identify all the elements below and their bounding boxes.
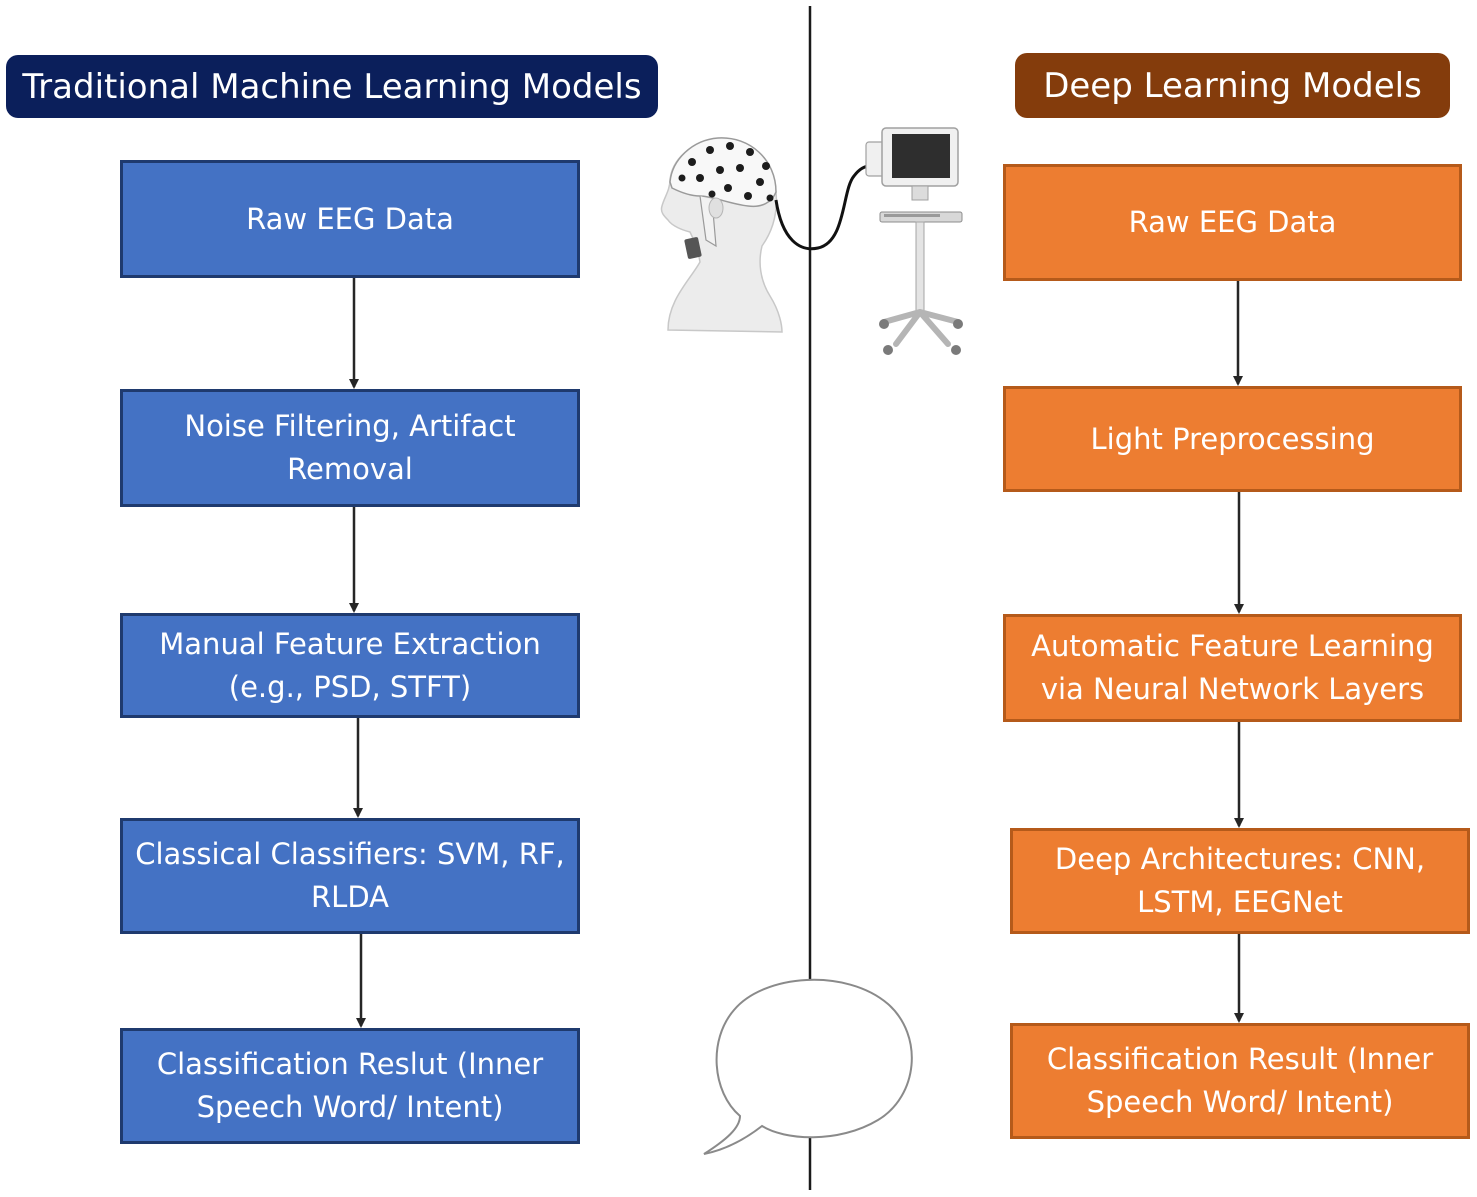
eeg-monitor-cart-icon — [865, 127, 963, 355]
right-step-deep-architectures: Deep Architectures: CNN, LSTM, EEGNet — [1010, 828, 1470, 934]
left-step-classifiers: Classical Classifiers: SVM, RF, RLDA — [120, 818, 580, 934]
right-step-raw-eeg: Raw EEG Data — [1003, 164, 1462, 281]
deep-learning-header: Deep Learning Models — [1015, 53, 1450, 118]
left-step-feature-extraction: Manual Feature Extraction (e.g., PSD, ST… — [120, 613, 580, 718]
arrows-left — [349, 278, 366, 1028]
traditional-ml-header: Traditional Machine Learning Models — [6, 55, 658, 118]
right-step-automatic-feature-learning: Automatic Feature Learning via Neural Ne… — [1003, 614, 1462, 722]
left-step-noise-filtering: Noise Filtering, Artifact Removal — [120, 389, 580, 507]
speech-bubble-icon — [703, 978, 913, 1155]
eeg-cable — [774, 164, 871, 251]
right-step-light-preprocessing: Light Preprocessing — [1003, 386, 1462, 492]
arrows-right — [1233, 281, 1244, 1023]
left-step-classification-result: Classification Reslut (Inner Speech Word… — [120, 1028, 580, 1144]
left-step-raw-eeg: Raw EEG Data — [120, 160, 580, 278]
eeg-cap-head-icon — [660, 137, 783, 333]
right-step-classification-result: Classification Result (Inner Speech Word… — [1010, 1023, 1470, 1139]
